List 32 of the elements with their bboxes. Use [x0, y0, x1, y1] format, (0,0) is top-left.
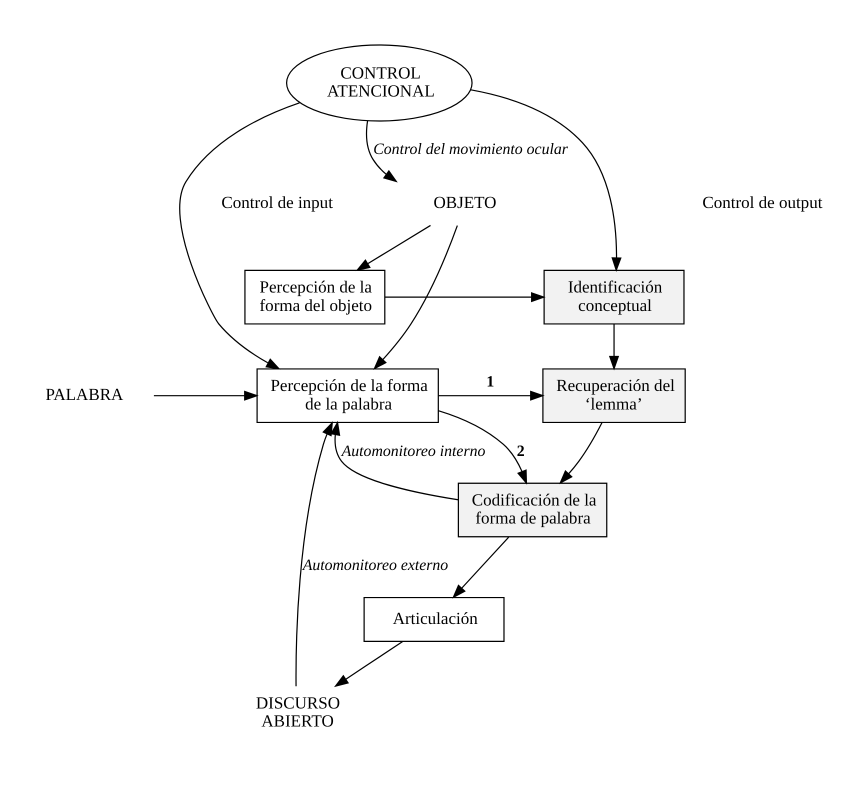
label: Control de output [702, 193, 822, 212]
edge-label: 2 [516, 442, 524, 460]
node-box: Recuperación del ‘lemma’ [542, 368, 686, 424]
arrow [334, 640, 403, 688]
arrow [384, 292, 546, 302]
arrow [178, 102, 300, 370]
arrow [452, 536, 509, 599]
node-box: Articulación [363, 596, 504, 642]
node-text: DISCURSO ABIERTO [255, 693, 340, 731]
arrow [608, 324, 619, 370]
arrow [558, 422, 602, 484]
node-text: OBJETO [432, 193, 496, 212]
node-box: Codificación de la forma de palabra [457, 482, 607, 538]
arrow [153, 390, 258, 401]
arrow [372, 225, 458, 370]
arrow [355, 224, 430, 272]
arrow [470, 89, 622, 272]
edge-label: Automonitoreo interno [341, 442, 485, 460]
arrow [330, 420, 458, 500]
edge-label: Control del movimiento ocular [372, 141, 568, 158]
edge-label: 1 [486, 373, 494, 390]
node-box: Percepción de la forma del objeto [244, 270, 385, 325]
label: Control de input [220, 193, 332, 212]
arrow [438, 390, 544, 401]
node-text: PALABRA [44, 385, 123, 404]
arrow [294, 421, 333, 686]
node-box: Identificación conceptual [543, 270, 684, 325]
arrow [438, 410, 527, 485]
node-ellipse: CONTROL ATENCIONAL [286, 44, 472, 122]
edge-label: Automonitoreo externo [302, 557, 448, 574]
arrow [365, 120, 398, 183]
node-box: Percepción de la forma de la palabra [256, 368, 438, 424]
